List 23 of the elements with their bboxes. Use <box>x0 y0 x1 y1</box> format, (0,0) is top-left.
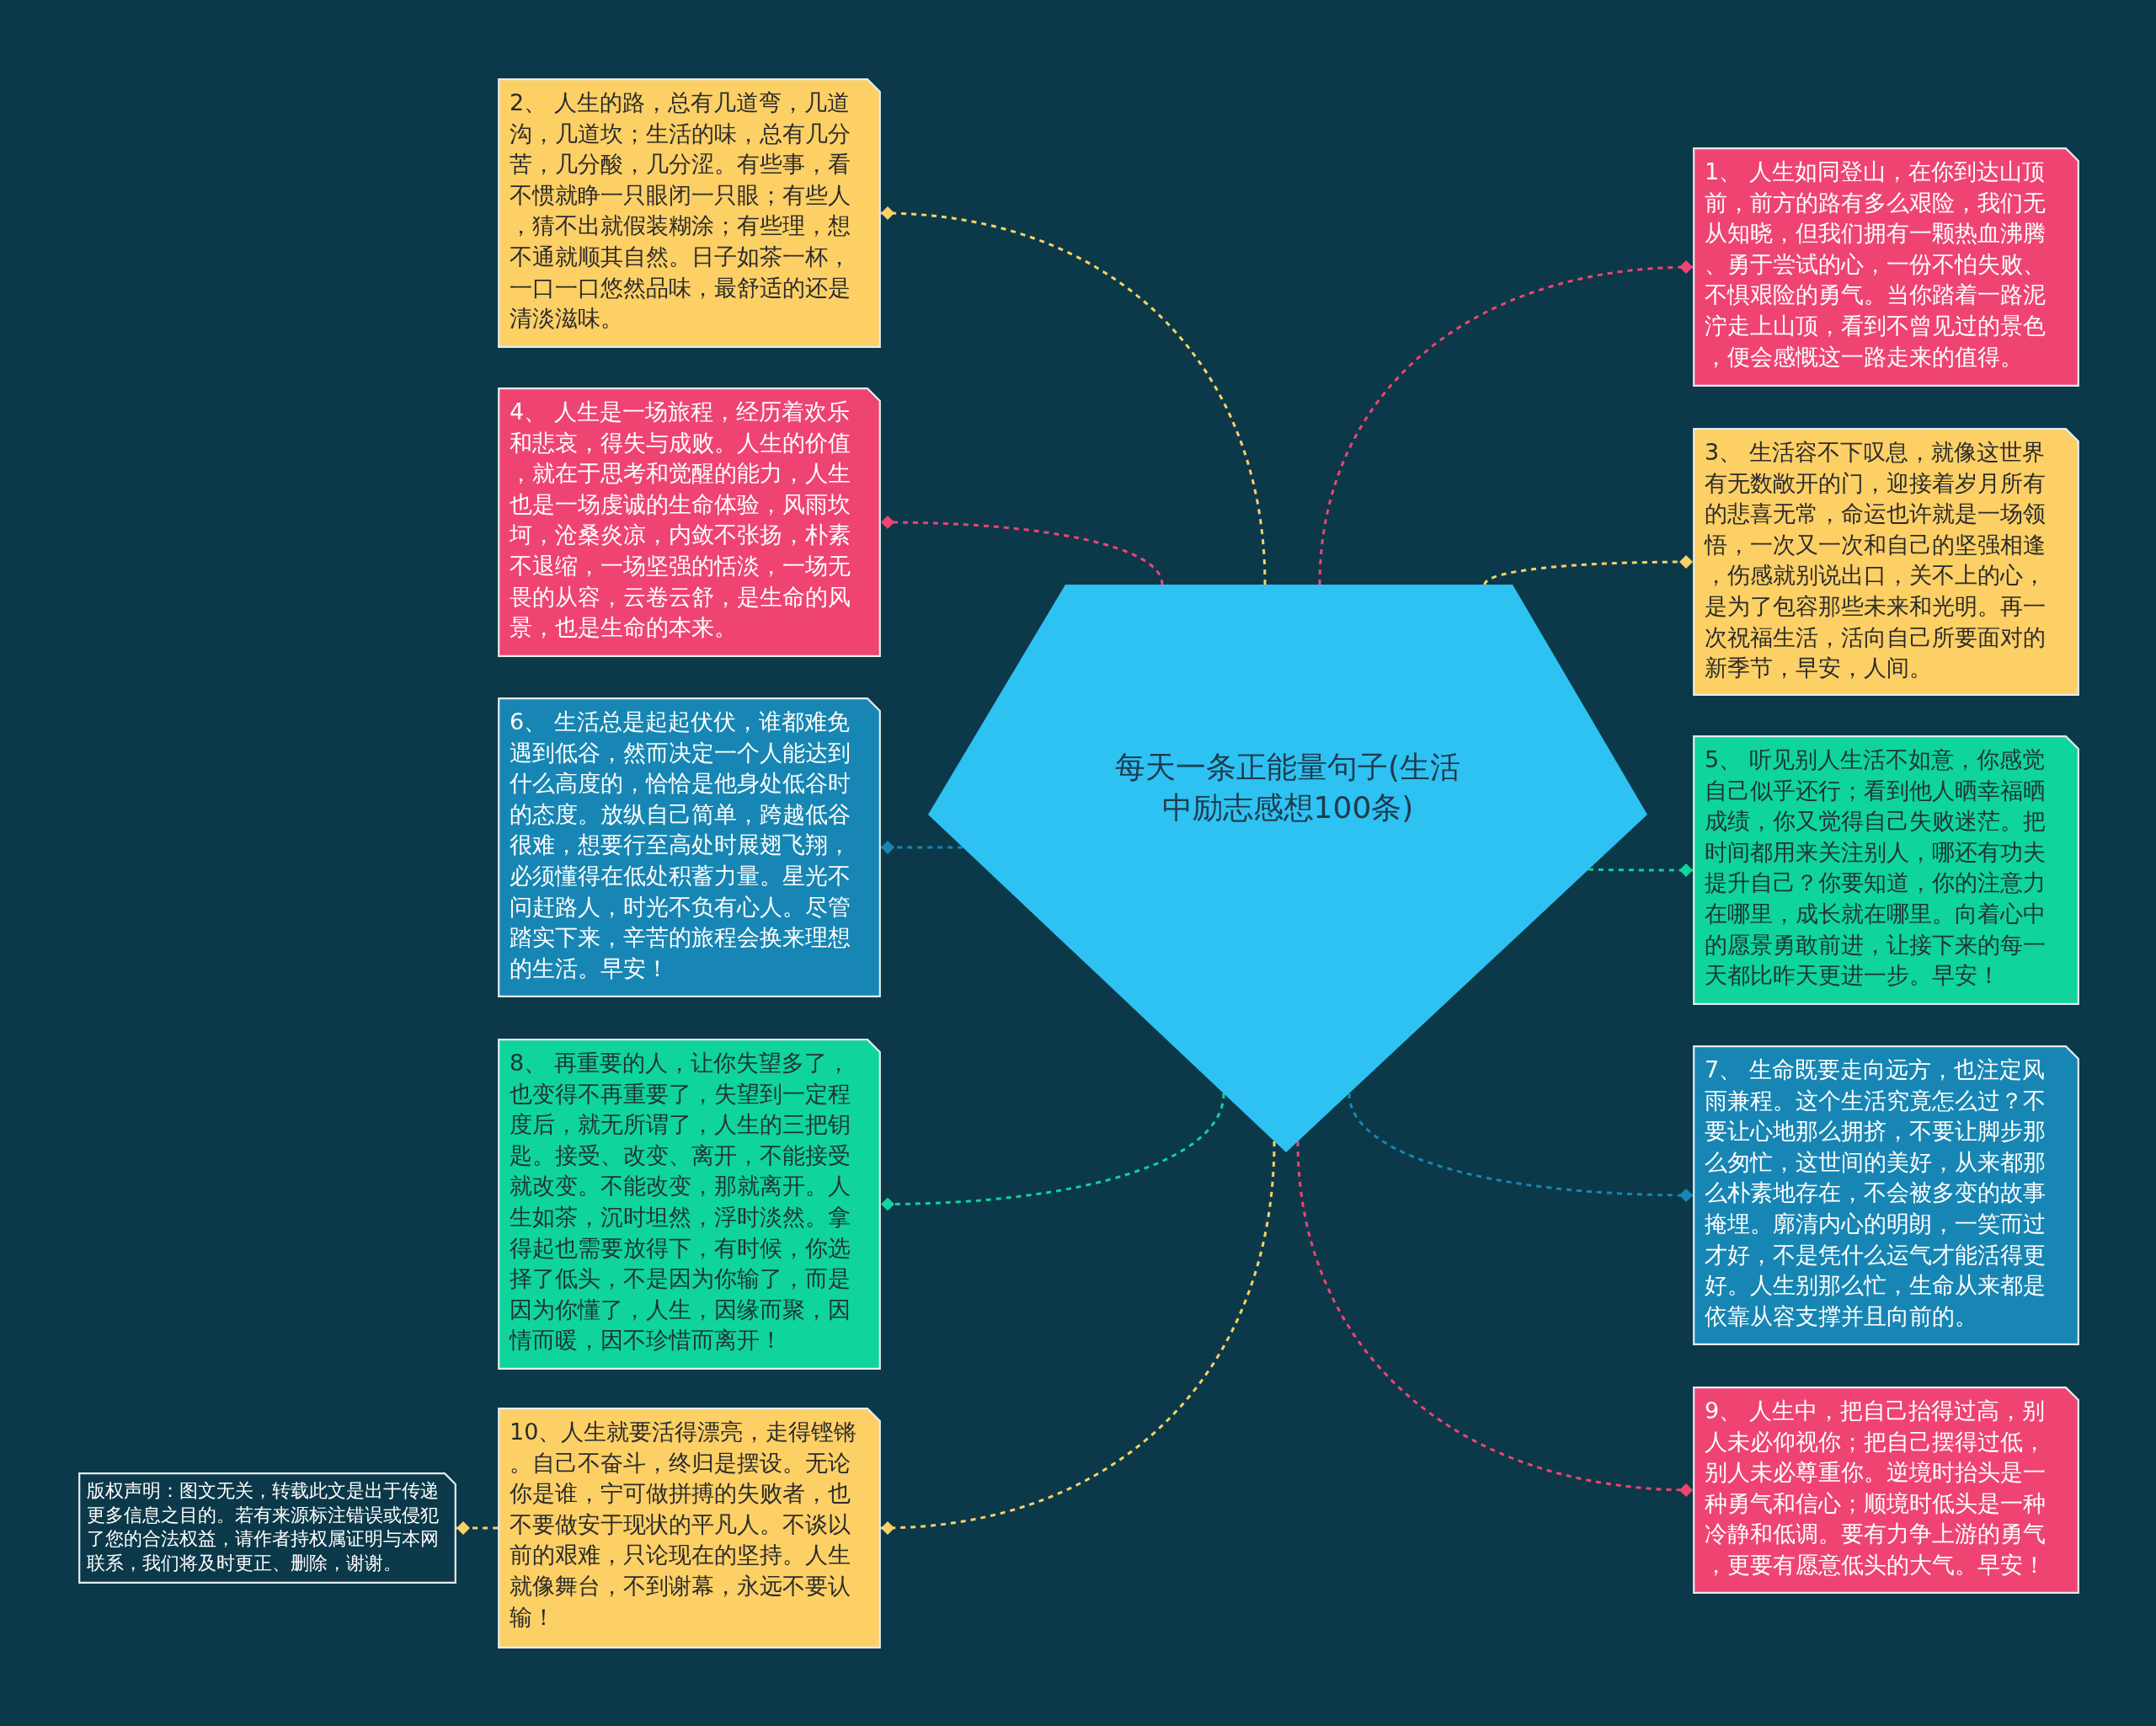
connector <box>880 1141 1276 1535</box>
connector <box>1318 260 1694 585</box>
notice-card: 版权声明：图文无关，转载此文是出于传递更多信息之目的。若有来源标注错误或侵犯了您的合法权益，请作者持权属证明与本网联系，我们将及时更正、删除，谢谢。 <box>78 1472 456 1584</box>
note-card: 4、 人生是一场旅程，经历着欢乐和悲哀，得失与成败。人生的价值，就在于思考和觉醒的能力，人生也是一场虔诚的生命体验，风雨坎坷，沧桑炎凉，内敛不张扬，朴素不退缩，一场坚强的恬淡，一场无畏的从容，云卷云舒，是生命的风景，也是生命的本来。 <box>498 387 881 657</box>
note-card: 3、 生活容不下叹息，就像这世界有无数敞开的门，迎接着岁月所有的悲喜无常，命运也许就是一场领悟，一次又一次和自己的坚强相逢，伤感就别说出口，关不上的心，是为了包容那些未来和光明。再一次祝福生活，活向自己所要面对的新季节，早安，人间。 <box>1693 428 2079 696</box>
connector <box>1588 863 1693 877</box>
connector <box>1296 1141 1694 1497</box>
connector <box>880 516 1164 585</box>
connector <box>1348 1093 1694 1202</box>
topic-pentagon: 每天一条正能量句子(生活中励志感想100条) <box>928 585 1647 1152</box>
note-card: 8、 再重要的人，让你失望多了，也变得不再重要了，失望到一定程度后，就无所谓了，人生的三把钥匙。接受、改变、离开，不能接受就改变。不能改变，那就离开。人生如茶，沉时坦然，浮时淡然。拿得起也需要放得下，有时候，你选择了低头，不是因为你输了，而是因为你懂了，人生，因缘而聚，因情而暖，因不珍惜而离开！ <box>498 1039 881 1370</box>
connector <box>881 841 963 854</box>
note-card: 6、 生活总是起起伏伏，谁都难免遇到低谷，然而决定一个人能达到什么高度的，恰恰是他身处低谷时的态度。放纵自己简单，跨越低谷很难，想要行至高处时展翅飞翔，必须懂得在低处积蓄力量。星光不问赶路人，时光不负有心人。尽管踏实下来，辛苦的旅程会换来理想的生活。早安！ <box>498 697 881 997</box>
note-card: 7、 生命既要走向远方，也注定风雨兼程。这个生活究竟怎么过？不要让心地那么拥挤，不要让脚步那么匆忙，这世间的美好，从来都那么朴素地存在，不会被多变的故事掩埋。廓清内心的明朗，一笑而过才好，不是凭什么运气才能活得更好。人生别那么忙，生命从来都是依靠从容支撑并且向前的。 <box>1693 1045 2079 1345</box>
connector <box>1483 555 1693 585</box>
connector <box>456 1521 498 1535</box>
note-card: 9、 人生中，把自己抬得过高，别人未必仰视你；把自己摆得过低，别人未必尊重你。逆境时抬头是一种勇气和信心；顺境时低头是一种冷静和低调。要有力争上游的勇气，更要有愿意低头的大气。早安！ <box>1693 1387 2079 1594</box>
note-card: 5、 听见别人生活不如意，你感觉自己似乎还行；看到他人晒幸福晒成绩，你又觉得自己失败迷茫。把时间都用来关注别人，哪还有功夫提升自己？你要知道，你的注意力在哪里，成长就在哪里。向着心中的愿景勇敢前进，让接下来的每一天都比昨天更进一步。早安！ <box>1693 735 2079 1005</box>
note-card: 10、人生就要活得漂亮，走得铿锵。自己不奋斗，终归是摆设。无论你是谁，宁可做拼搏的失败者，也不要做安于现状的平凡人。不谈以前的艰难，只论现在的坚持。人生就像舞台，不到谢幕，永远不要认输！ <box>498 1408 881 1649</box>
connector <box>880 206 1267 585</box>
note-card: 2、 人生的路，总有几道弯，几道沟，几道坎；生活的味，总有几分苦，几分酸，几分涩。有些事，看不惯就睁一只眼闭一只眼；有些人，猜不出就假装糊涂；有些理，想不通就顺其自然。日子如茶一杯，一口一口悠然品味，最舒适的还是清淡滋味。 <box>498 78 881 348</box>
connector <box>880 1093 1225 1211</box>
note-card: 1、 人生如同登山，在你到达山顶前，前方的路有多么艰险，我们无从知晓，但我们拥有一颗热血沸腾、勇于尝试的心，一份不怕失败、不惧艰险的勇气。当你踏着一路泥泞走上山顶，看到不曾见过的景色，便会感慨这一路走来的值得。 <box>1693 147 2079 387</box>
